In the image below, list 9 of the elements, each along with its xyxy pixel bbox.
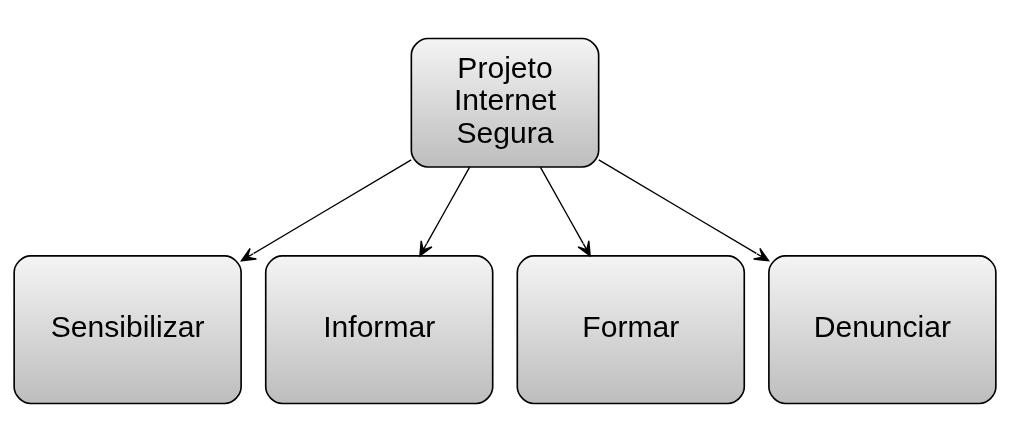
arrow: [419, 165, 471, 257]
node-box: Informar: [264, 254, 494, 404]
arrow: [539, 165, 591, 257]
node-box: Formar: [516, 254, 746, 404]
node-box: Sensibilizar: [13, 254, 242, 404]
node-box: Denunciar: [768, 254, 997, 404]
arrow: [240, 158, 412, 261]
arrow: [598, 158, 770, 261]
node-box: Projeto Internet Segura: [410, 37, 600, 168]
